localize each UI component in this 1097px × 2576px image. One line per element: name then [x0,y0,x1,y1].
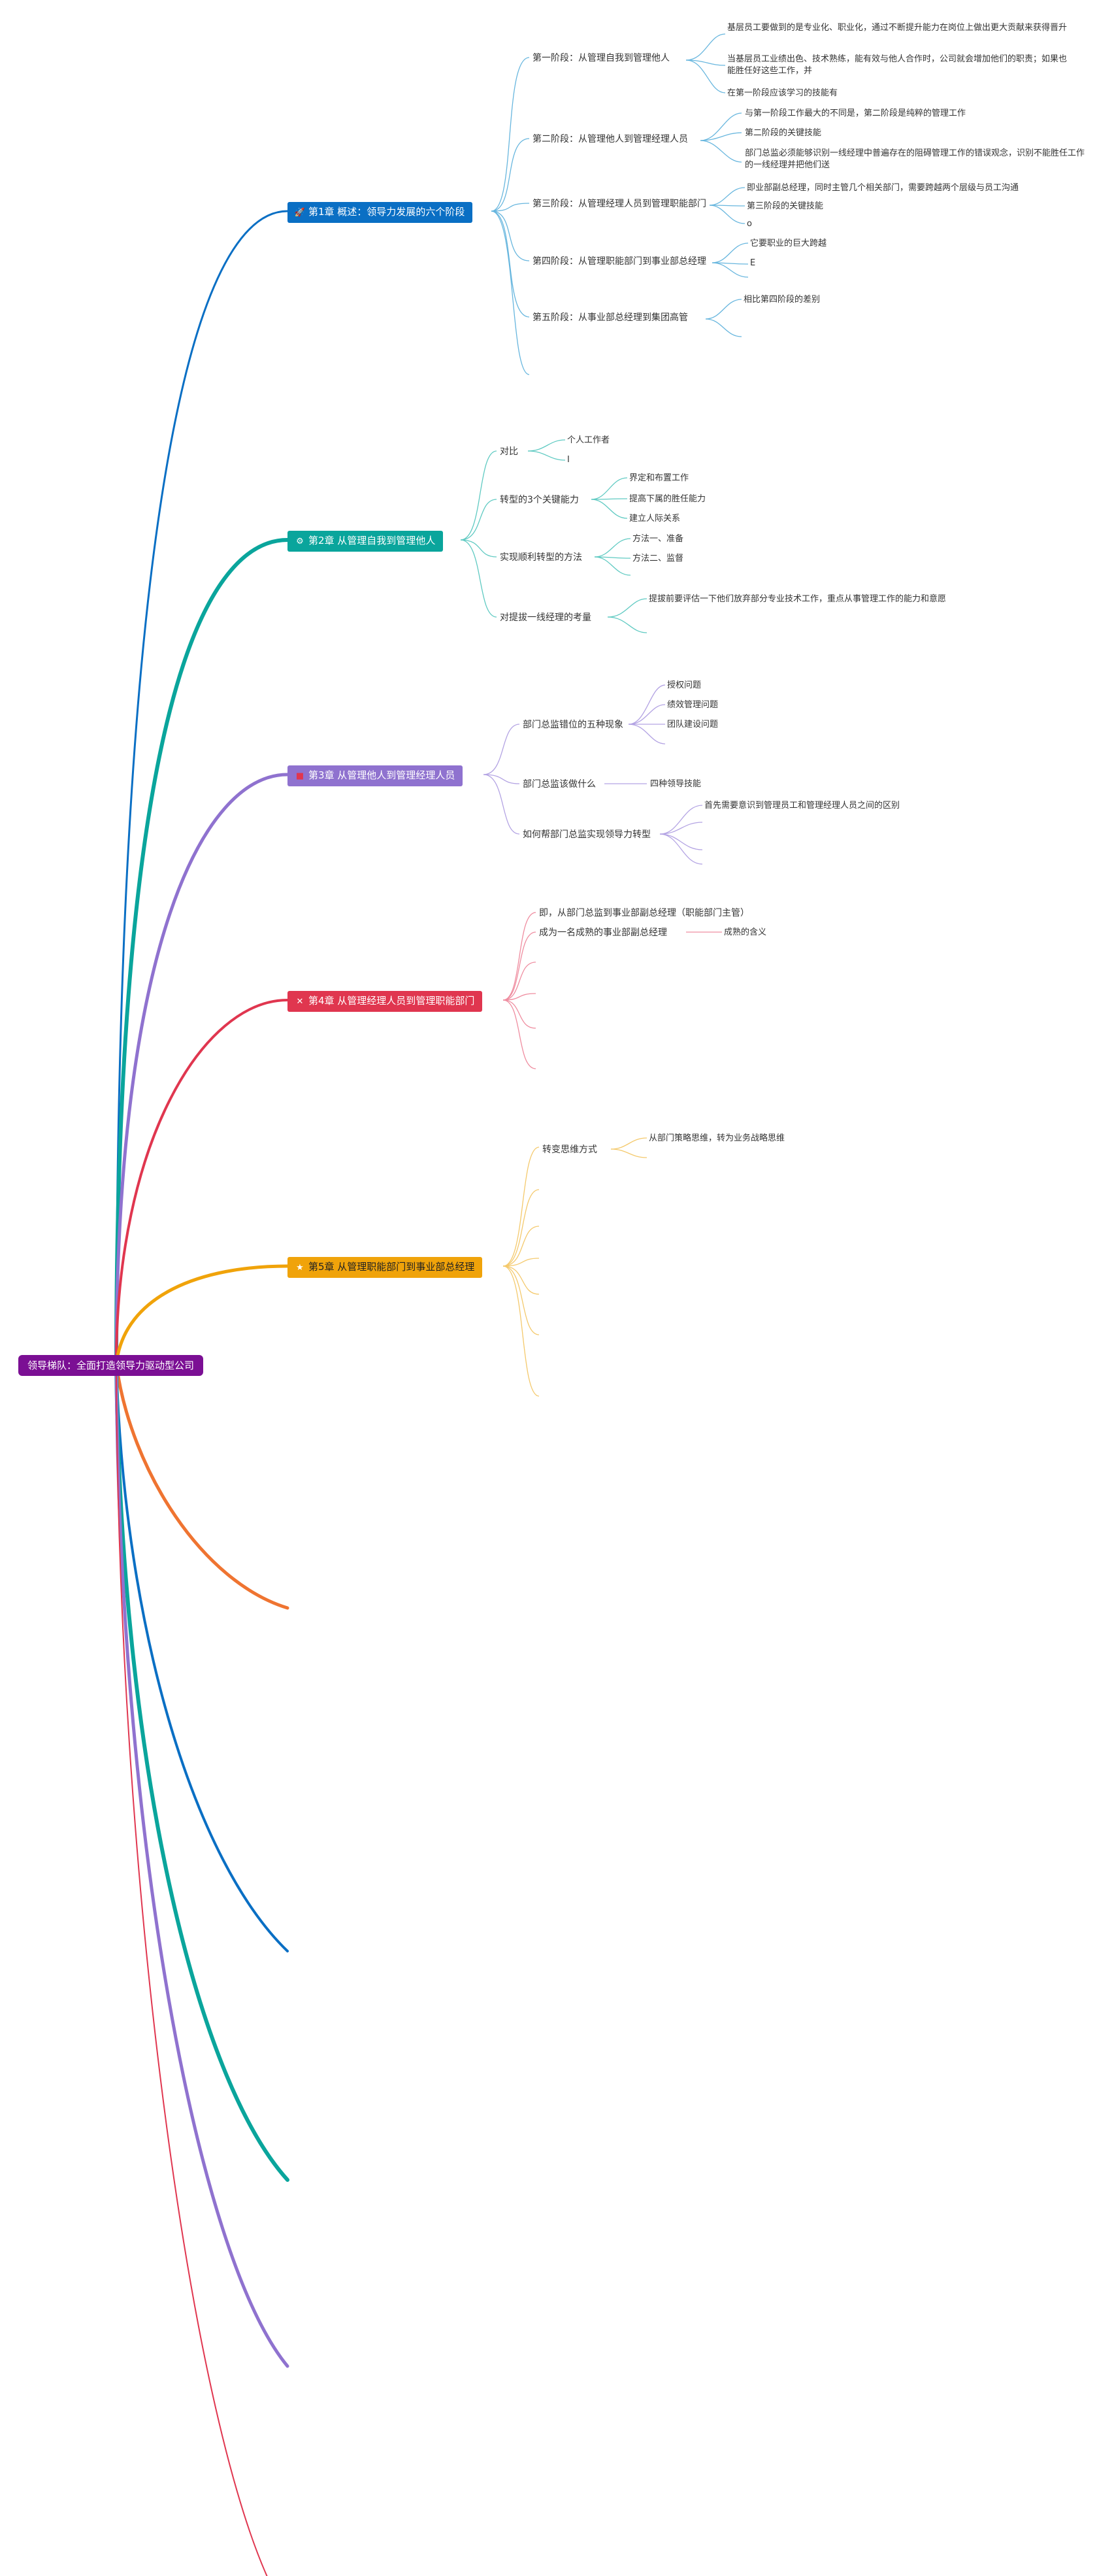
flag-x-icon: ✕ [296,997,304,1007]
ch1-stage-3-leaf-3[interactable]: o [747,219,752,229]
root-topic[interactable]: 领导梯队：全面打造领导力驱动型公司 [18,1355,204,1376]
ch1-stage-4-leaf-1[interactable]: 它要职业的巨大跨越 [750,239,827,248]
ch1-stage-1[interactable]: 第一阶段：从管理自我到管理他人 [532,53,670,63]
ch3-how-to-help[interactable]: 如何帮部门总监实现领导力转型 [523,829,651,840]
ch2-key-abilities[interactable]: 转型的3个关键能力 [500,495,579,505]
ch4-mature-vp[interactable]: 成为一名成熟的事业部副总经理 [539,928,667,938]
chapter-5-title: 第5章 从管理职能部门到事业部总经理 [308,1261,475,1273]
ch1-stage-2-leaf-2[interactable]: 第二阶段的关键技能 [745,128,822,138]
ch1-stage-1-leaf-3[interactable]: 在第一阶段应该学习的技能有 [727,88,838,98]
ch3-what-to-do-leaf-1[interactable]: 四种领导技能 [650,779,702,789]
chapter-1-title: 第1章 概述：领导力发展的六个阶段 [308,206,465,218]
ch1-stage-3-leaf-1[interactable]: 即业部副总经理，同时主管几个相关部门，需要跨越两个层级与员工沟通 [747,183,1019,193]
flag-icon: ■ [295,771,304,781]
chapter-3-title: 第3章 从管理他人到管理经理人员 [308,769,455,781]
ch2-key-abilities-leaf-1[interactable]: 界定和布置工作 [629,473,689,483]
ch3-five-symptoms[interactable]: 部门总监错位的五种现象 [523,720,623,730]
ch3-five-symptoms-leaf-1[interactable]: 授权问题 [667,680,702,690]
ch1-stage-2[interactable]: 第二阶段：从管理他人到管理经理人员 [532,134,688,144]
ch4-definition[interactable]: 即，从部门总监到事业部副总经理（职能部门主管） [539,908,749,918]
chapter-5-topic[interactable]: ★ 第5章 从管理职能部门到事业部总经理 [287,1257,483,1278]
ch2-key-abilities-leaf-2[interactable]: 提高下属的胜任能力 [629,494,706,504]
ch1-stage-1-leaf-2[interactable]: 当基层员工业绩出色、技术熟练，能有效与他人合作时，公司就会增加他们的职责；如果也… [727,54,1068,76]
ch1-stage-2-leaf-3[interactable]: 部门总监必须能够识别一线经理中普遍存在的阻碍管理工作的错误观念，识别不能胜任工作… [745,148,1085,170]
ch5-mindset-shift-leaf-1[interactable]: 从部门策略思维，转为业务战略思维 [649,1133,785,1143]
ch1-stage-1-leaf-1[interactable]: 基层员工要做到的是专业化、职业化，通过不断提升能力在岗位上做出更大贡献来获得晋升 [727,23,1068,33]
chapter-2-topic[interactable]: ⚙ 第2章 从管理自我到管理他人 [287,531,444,552]
ch2-promotion-leaf-1[interactable]: 提拔前要评估一下他们放弃部分专业技术工作，重点从事管理工作的能力和意愿 [649,594,947,604]
ch1-stage-5-leaf-1[interactable]: 相比第四阶段的差别 [744,295,821,305]
ch1-stage-4-leaf-2[interactable]: E [750,258,756,268]
ch2-compare-leaf-2[interactable]: I [567,455,570,465]
ch1-stage-3[interactable]: 第三阶段：从管理经理人员到管理职能部门 [532,199,706,209]
ch1-stage-4[interactable]: 第四阶段：从管理职能部门到事业部总经理 [532,256,706,267]
ch2-transition-method-leaf-1[interactable]: 方法一、准备 [632,534,684,544]
ch3-what-to-do[interactable]: 部门总监该做什么 [523,779,596,790]
ch3-five-symptoms-leaf-2[interactable]: 绩效管理问题 [667,700,719,710]
chapter-3-topic[interactable]: ■ 第3章 从管理他人到管理经理人员 [287,765,463,786]
rocket-icon: 🚀 [294,208,306,218]
chapter-4-title: 第4章 从管理经理人员到管理职能部门 [308,995,475,1007]
star-icon: ★ [296,1263,304,1273]
ch4-mature-vp-leaf-1[interactable]: 成熟的含义 [724,928,767,937]
ch1-stage-5[interactable]: 第五阶段：从事业部总经理到集团高管 [532,312,688,323]
ch3-five-symptoms-leaf-3[interactable]: 团队建设问题 [667,720,719,729]
ch1-stage-3-leaf-2[interactable]: 第三阶段的关键技能 [747,201,824,211]
ch2-transition-method[interactable]: 实现顺利转型的方法 [500,552,582,563]
ch5-mindset-shift[interactable]: 转变思维方式 [542,1145,597,1155]
ch2-transition-method-leaf-2[interactable]: 方法二、监督 [632,554,684,563]
ch2-compare[interactable]: 对比 [500,446,518,457]
gear-icon: ⚙ [296,537,304,546]
chapter-2-title: 第2章 从管理自我到管理他人 [308,535,436,546]
chapter-1-topic[interactable]: 🚀第1章 概述：领导力发展的六个阶段 [287,202,473,223]
ch2-promotion[interactable]: 对提拔一线经理的考量 [500,612,591,623]
ch2-key-abilities-leaf-3[interactable]: 建立人际关系 [629,514,681,524]
ch3-how-to-help-leaf-1[interactable]: 首先需要意识到管理员工和管理经理人员之间的区别 [704,801,900,811]
ch1-stage-2-leaf-1[interactable]: 与第一阶段工作最大的不同是，第二阶段是纯粹的管理工作 [745,109,966,118]
chapter-4-topic[interactable]: ✕ 第4章 从管理经理人员到管理职能部门 [287,991,483,1012]
ch2-compare-leaf-1[interactable]: 个人工作者 [567,435,610,445]
